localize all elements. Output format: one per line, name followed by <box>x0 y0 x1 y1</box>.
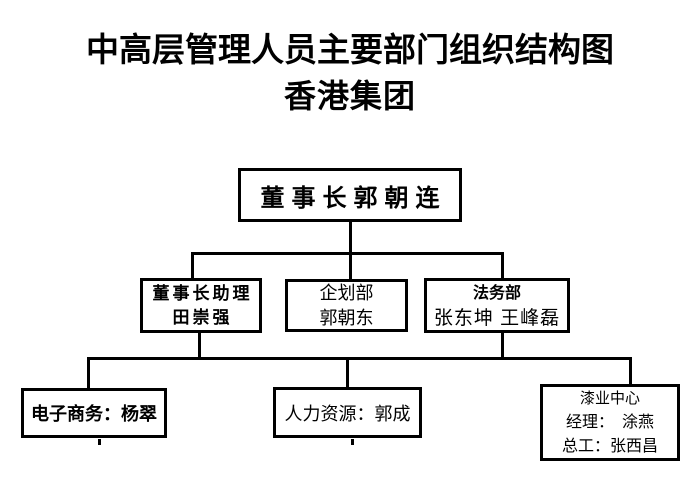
node-legal-title: 法务部 <box>472 284 521 302</box>
connector-drop-assistant <box>191 254 194 279</box>
node-planning-dept: 企划部 郭朝东 <box>285 279 408 332</box>
node-legal-dept: 法务部 张东坤 王峰磊 <box>424 278 570 333</box>
chart-subtitle: 香港集团 <box>283 78 416 114</box>
connector-drop-planning <box>349 254 352 280</box>
connector-drop-paint <box>629 359 632 385</box>
node-chairman: 董事长郭朝连 <box>238 168 462 222</box>
node-ecommerce: 电子商务：杨翠 <box>21 388 167 438</box>
node-paint-manager: 经理： 涂燕 <box>565 413 654 431</box>
stub-below-ecommerce <box>98 439 101 445</box>
chart-title: 中高层管理人员主要部门组织结构图 <box>86 31 614 68</box>
connector-drop-legal <box>501 254 504 279</box>
node-assistant-person: 田崇强 <box>172 307 233 327</box>
node-chairman-label: 董事长郭朝连 <box>260 184 447 212</box>
connector-assistant-down <box>198 332 201 359</box>
connector-legal-down <box>501 332 504 359</box>
node-legal-persons: 张东坤 王峰磊 <box>433 307 561 329</box>
node-chairman-assistant: 董事长助理 田崇强 <box>140 278 262 333</box>
stub-below-hr <box>351 439 354 445</box>
connector-drop-ecommerce <box>87 359 90 389</box>
node-paint-title: 漆业中心 <box>579 389 640 407</box>
node-planning-person: 郭朝东 <box>319 307 374 328</box>
node-ecommerce-label: 电子商务：杨翠 <box>31 404 157 424</box>
node-paint-center: 漆业中心 经理： 涂燕 总工：张西昌 <box>540 384 680 461</box>
node-hr-label: 人力资源：郭成 <box>284 403 411 424</box>
node-human-resources: 人力资源：郭成 <box>273 387 422 438</box>
connector-level2-bus <box>191 252 504 255</box>
node-assistant-title: 董事长助理 <box>152 283 253 303</box>
node-paint-chief-engineer: 总工：张西昌 <box>561 437 658 455</box>
connector-drop-hr <box>346 359 349 388</box>
connector-root-drop <box>349 221 352 254</box>
node-planning-title: 企划部 <box>319 282 374 303</box>
connector-level3-bus <box>87 357 632 360</box>
